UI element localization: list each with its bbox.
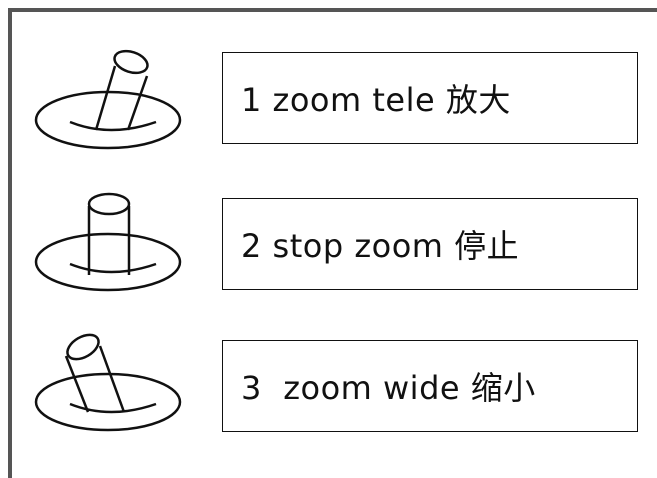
- label-box-zoom-wide: 3 zoom wide 缩小: [222, 340, 638, 432]
- label-stop-zoom: 2 stop zoom 停止: [241, 227, 520, 265]
- joystick-center-icon: [30, 180, 190, 300]
- label-box-stop-zoom: 2 stop zoom 停止: [222, 198, 638, 290]
- label-zoom-tele: 1 zoom tele 放大: [241, 81, 511, 119]
- label-box-zoom-tele: 1 zoom tele 放大: [222, 52, 638, 144]
- label-zoom-wide: 3 zoom wide 缩小: [241, 369, 536, 407]
- joystick-tilt-left-icon: [30, 320, 190, 440]
- joystick-tilt-right-icon: [30, 38, 190, 158]
